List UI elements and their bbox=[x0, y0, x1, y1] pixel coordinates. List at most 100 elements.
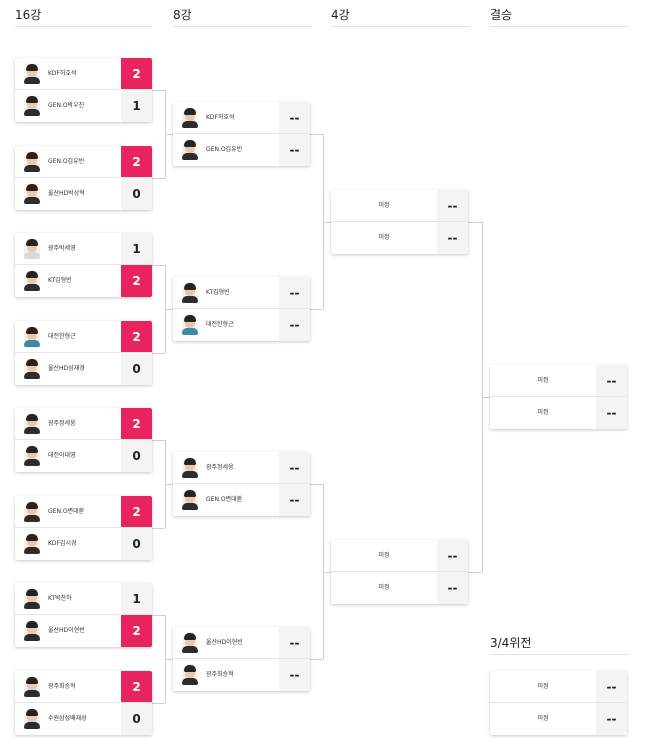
match-card[interactable]: 미정--미정-- bbox=[331, 540, 468, 604]
player-row[interactable]: GEN.O박우진 1 bbox=[15, 90, 152, 122]
player-row[interactable]: KDF허호석-- bbox=[173, 102, 310, 134]
player-name: GEN.O박우진 bbox=[48, 102, 85, 109]
player-avatar bbox=[24, 708, 40, 729]
bracket-connector bbox=[310, 134, 323, 135]
player-name: KT김형빈 bbox=[206, 289, 230, 296]
winning-score: 2 bbox=[121, 408, 152, 439]
player-name: 미정 bbox=[378, 552, 390, 559]
winning-score: 2 bbox=[121, 58, 152, 89]
bracket-connector bbox=[310, 309, 323, 310]
player-row[interactable]: 미정-- bbox=[490, 671, 627, 703]
player-name: 울산HD이현빈 bbox=[48, 627, 85, 634]
round-divider bbox=[331, 26, 470, 27]
player-name: 울산HD이현빈 bbox=[206, 639, 243, 646]
match-card[interactable]: 미정--미정-- bbox=[331, 190, 468, 254]
player-row[interactable]: 대전한형근-- bbox=[173, 309, 310, 341]
score: 0 bbox=[121, 703, 152, 735]
match-card[interactable]: KT김형빈--대전한형근-- bbox=[173, 277, 310, 341]
bracket-connector bbox=[323, 222, 331, 223]
player-row[interactable]: GEN.O김유빈-- bbox=[173, 134, 310, 166]
player-row[interactable]: GEN.O변대환-- bbox=[173, 484, 310, 516]
player-row[interactable]: 미정-- bbox=[490, 365, 627, 397]
player-avatar bbox=[24, 676, 40, 697]
winning-score: 2 bbox=[121, 265, 152, 297]
match-card[interactable]: 울산HD이현빈 --광주최승혁-- bbox=[173, 627, 310, 691]
player-row[interactable]: 미정 -- bbox=[331, 190, 468, 222]
score: -- bbox=[279, 627, 310, 658]
player-row[interactable]: KDF허호석 2 bbox=[15, 58, 152, 90]
player-name: 미정 bbox=[537, 715, 549, 722]
bracket-connector bbox=[152, 178, 165, 179]
bracket-connector bbox=[323, 572, 331, 573]
player-name: 미정 bbox=[378, 584, 390, 591]
player-row[interactable]: 미정-- bbox=[331, 222, 468, 254]
round-title-4: 4강 bbox=[331, 8, 350, 22]
round-title-8: 8강 bbox=[173, 8, 192, 22]
score: 1 bbox=[121, 90, 152, 122]
player-row[interactable]: 미정-- bbox=[331, 540, 468, 572]
player-name: 미정 bbox=[537, 377, 549, 384]
player-row[interactable]: 광주최승혁-- bbox=[173, 659, 310, 691]
player-avatar bbox=[24, 620, 40, 641]
bracket-connector bbox=[152, 353, 165, 354]
player-name: 미정 bbox=[378, 202, 390, 209]
player-name: KDF허호석 bbox=[206, 114, 235, 121]
player-avatar bbox=[182, 632, 198, 653]
player-avatar bbox=[24, 501, 40, 522]
player-row[interactable]: 미정-- bbox=[490, 397, 627, 429]
player-name: KDF김시경 bbox=[48, 540, 77, 547]
score: 0 bbox=[121, 440, 152, 472]
match-card[interactable]: 미정--미정-- bbox=[490, 671, 627, 735]
player-avatar bbox=[182, 107, 198, 128]
bracket-connector bbox=[152, 615, 165, 616]
player-avatar bbox=[182, 457, 198, 478]
player-row[interactable]: 미정 -- bbox=[331, 572, 468, 604]
score: -- bbox=[596, 397, 627, 429]
player-name: 광주정세웅 bbox=[206, 464, 234, 471]
round-title-third-place: 3/4위전 bbox=[490, 636, 532, 650]
player-name: KDF허호석 bbox=[48, 70, 77, 77]
round-divider bbox=[490, 654, 629, 655]
score: -- bbox=[437, 190, 468, 221]
player-row[interactable]: 울산HD이현빈 -- bbox=[173, 627, 310, 659]
player-row[interactable]: 미정-- bbox=[490, 703, 627, 735]
match-card[interactable]: 광주정세웅--GEN.O변대환-- bbox=[173, 452, 310, 516]
player-row[interactable]: KDF김시경 0 bbox=[15, 528, 152, 560]
player-avatar bbox=[24, 95, 40, 116]
player-row[interactable]: 대전이대영 0 bbox=[15, 440, 152, 472]
player-row[interactable]: 광주정세웅-- bbox=[173, 452, 310, 484]
player-name: 대전이대영 bbox=[48, 452, 76, 459]
match-card[interactable]: KDF허호석--GEN.O김유빈-- bbox=[173, 102, 310, 166]
player-name: 미정 bbox=[378, 234, 390, 241]
player-row[interactable]: KT김형빈-- bbox=[173, 277, 310, 309]
score: 0 bbox=[121, 528, 152, 560]
player-name: 대전한형근 bbox=[206, 321, 234, 328]
player-avatar bbox=[24, 413, 40, 434]
player-avatar bbox=[182, 664, 198, 685]
bracket-connector bbox=[152, 440, 165, 441]
score: -- bbox=[437, 572, 468, 604]
score: 1 bbox=[121, 233, 152, 264]
round-divider bbox=[173, 26, 312, 27]
match-card[interactable]: 미정--미정-- bbox=[490, 365, 627, 429]
